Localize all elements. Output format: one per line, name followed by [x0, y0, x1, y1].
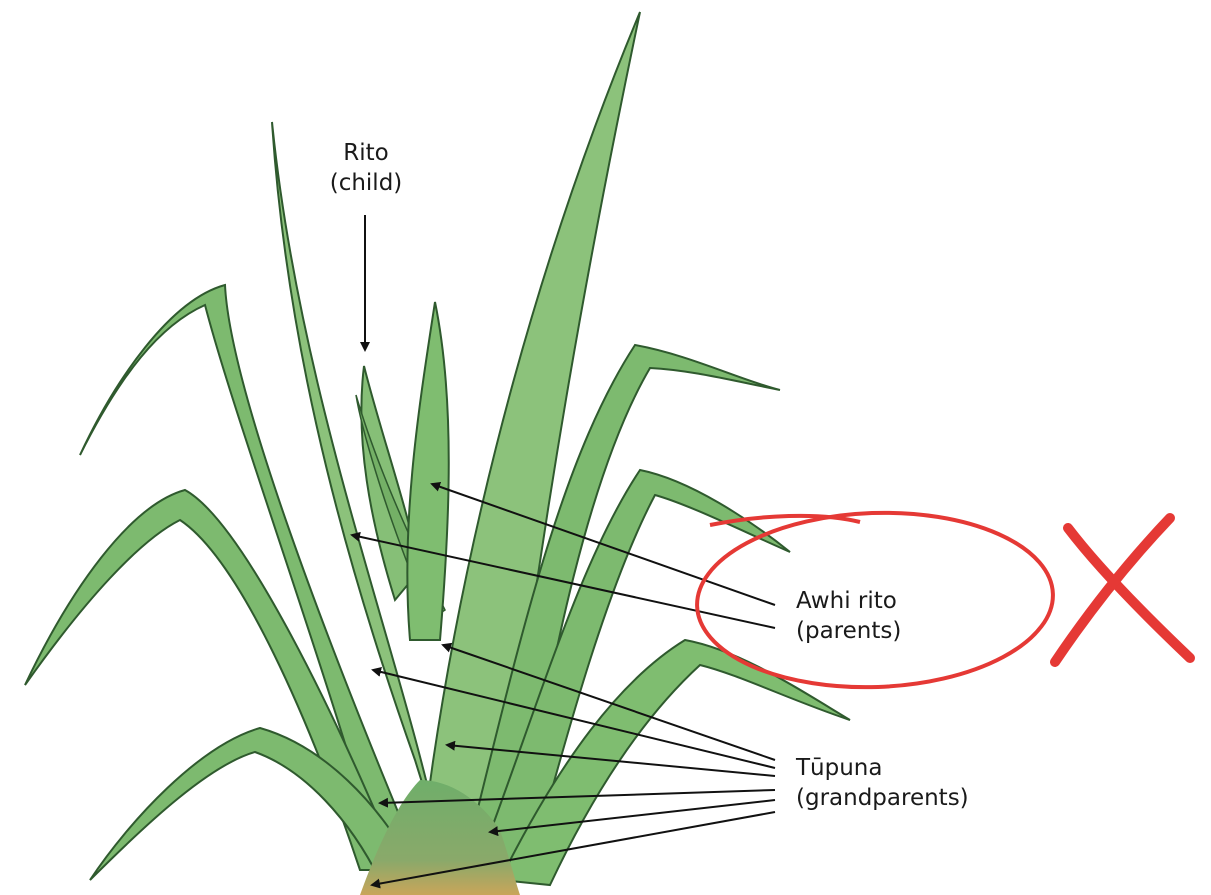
awhi-rito-name: Awhi rito: [796, 586, 901, 616]
tupuna-translation: (grandparents): [796, 783, 969, 813]
tupuna-label: Tūpuna (grandparents): [796, 753, 969, 813]
rito-translation: (child): [318, 168, 414, 198]
awhi-rito-label: Awhi rito (parents): [796, 586, 901, 646]
awhi-rito-translation: (parents): [796, 616, 901, 646]
rito-name: Rito: [318, 138, 414, 168]
cross-mark-icon: [1055, 518, 1190, 662]
rito-label: Rito (child): [318, 138, 414, 198]
tupuna-name: Tūpuna: [796, 753, 969, 783]
leaf-awhi-right: [407, 302, 448, 640]
